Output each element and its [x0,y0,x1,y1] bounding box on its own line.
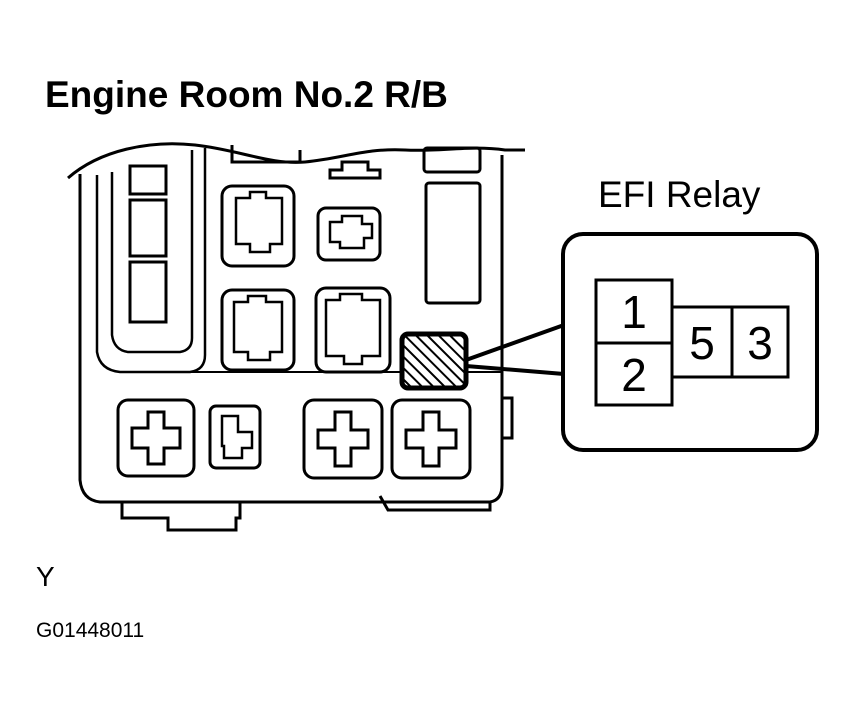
small-connector [208,404,262,470]
housing-tabs [120,396,514,532]
relay-socket-upper-middle [316,206,382,262]
callout-leader-line [465,364,565,376]
figure-code: G01448011 [36,619,144,642]
pin-2-label: 2 [621,349,647,401]
diagram-title: Engine Room No.2 R/B [45,74,448,115]
pin-1-label: 1 [621,286,647,338]
callout-leader-line [465,323,565,362]
left-fuse-column [128,164,168,324]
lower-connector-row [116,398,472,480]
wire-color-letter: Y [36,561,55,592]
pin-cell-3 [730,305,790,379]
pin-5-label: 5 [689,317,715,369]
top-connector-tabs [230,145,382,180]
efi-relay-label: EFI Relay [598,174,761,215]
cross-connector-left [116,398,196,478]
cross-connector-right [390,398,472,480]
pin-3-label: 3 [747,317,773,369]
relay-pin-diagram [594,278,790,407]
relay-socket-lower-left [220,288,296,372]
cross-connector-middle [302,398,384,480]
fuse-slot [128,260,168,324]
efi-relay-callout: 1 2 5 3 [561,232,819,452]
fuse-slot [128,198,168,258]
relay-socket-upper-left [220,184,296,268]
relay-socket-lower-middle [314,286,392,374]
efi-relay-socket-highlight [399,331,469,391]
tall-fuse-slot [422,146,482,305]
fuse-slot [128,164,168,196]
